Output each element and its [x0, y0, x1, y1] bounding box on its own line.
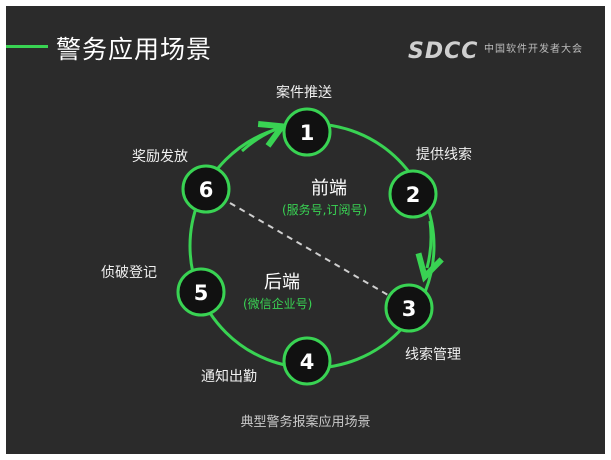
node-2: 2 — [388, 169, 438, 219]
node-5-number: 5 — [194, 281, 209, 305]
node-5: 5 — [176, 267, 226, 317]
arrow-2-to-3 — [427, 220, 431, 268]
node-6-number: 6 — [199, 178, 214, 202]
cycle-diagram: 1 2 3 4 5 6 — [176, 107, 605, 386]
cycle-ring — [188, 122, 436, 370]
node-2-number: 2 — [406, 183, 421, 207]
node-5-label: 侦破登记 — [101, 265, 157, 281]
node-4-number: 4 — [300, 350, 315, 374]
logo-subtitle: 中国软件开发者大会 — [484, 44, 583, 55]
node-6-label: 奖励发放 — [132, 149, 188, 165]
back-end-subtitle: (微信企业号) — [243, 297, 313, 311]
front-end-title: 前端 — [311, 178, 347, 199]
node-4-label: 通知出勤 — [201, 369, 257, 385]
page-title: 警务应用场景 — [56, 35, 213, 64]
node-3: 3 — [384, 283, 434, 333]
sdcc-logo: SDCC — [408, 39, 479, 64]
node-3-number: 3 — [402, 297, 417, 321]
node-6: 6 — [181, 164, 231, 214]
back-end-title: 后端 — [264, 272, 300, 293]
node-1: 1 — [282, 107, 332, 157]
front-back-divider — [229, 202, 389, 296]
node-3-label: 线索管理 — [405, 347, 461, 363]
node-2-label: 提供线索 — [416, 147, 472, 163]
arrow-6-to-1 — [240, 130, 274, 153]
node-1-number: 1 — [300, 121, 315, 145]
node-4: 4 — [282, 336, 332, 386]
title-accent-bar — [6, 45, 48, 48]
front-end-subtitle: (服务号,订阅号) — [282, 203, 368, 217]
diagram-caption: 典型警务报案应用场景 — [240, 415, 371, 430]
node-1-label: 案件推送 — [276, 85, 332, 101]
slide: 警务应用场景 SDCC 中国软件开发者大会 1 2 3 4 — [6, 6, 605, 454]
